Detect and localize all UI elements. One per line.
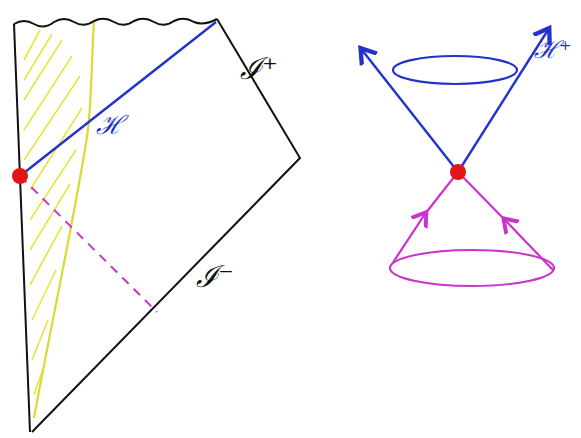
- future-cone-edge: [362, 50, 458, 172]
- event-horizon: [20, 22, 216, 176]
- event-dot: [12, 168, 28, 184]
- singularity: [14, 19, 217, 27]
- star-surface: [34, 22, 94, 418]
- event-dot: [450, 164, 466, 180]
- horizon-label: ℋ⁺: [534, 38, 572, 62]
- scri-minus-label: ℐ⁻: [196, 262, 234, 292]
- scri-plus-label: ℐ⁺: [240, 54, 278, 84]
- origin-axis: [14, 24, 30, 432]
- null-infinity: [32, 19, 300, 432]
- past-null-ray: [20, 176, 157, 312]
- past-cone-edge: [458, 172, 553, 270]
- horizon-label: ℋ: [96, 112, 124, 138]
- future-cone-rim: [393, 56, 517, 84]
- past-cone-rim: [390, 250, 554, 286]
